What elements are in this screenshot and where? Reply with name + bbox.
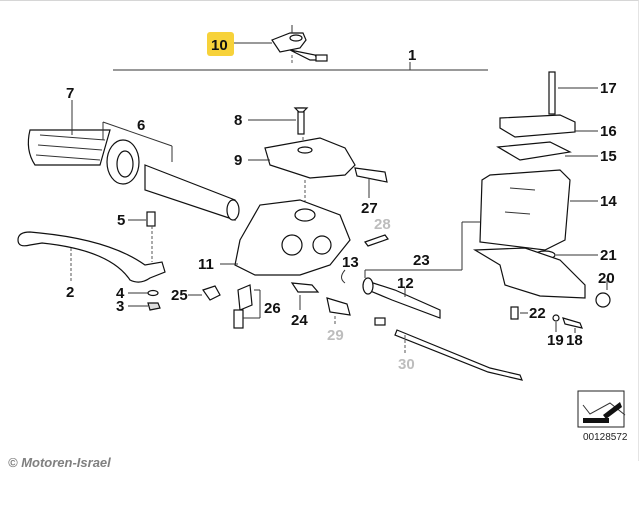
diagram-frame xyxy=(0,0,639,461)
callout-3[interactable]: 3 xyxy=(116,298,124,315)
callout-23[interactable]: 23 xyxy=(413,252,430,269)
callout-24[interactable]: 24 xyxy=(291,312,308,329)
part-26-spring-screw[interactable] xyxy=(233,284,261,329)
part-3-nut[interactable] xyxy=(128,302,161,311)
callout-11[interactable]: 11 xyxy=(198,256,214,273)
callout-9[interactable]: 9 xyxy=(234,152,242,169)
callout-19[interactable]: 19 xyxy=(547,332,564,349)
part-10-switch[interactable] xyxy=(234,25,328,65)
callout-16[interactable]: 16 xyxy=(600,123,617,140)
part-27-boot[interactable] xyxy=(354,167,388,198)
callout-30[interactable]: 30 xyxy=(398,356,415,373)
callout-27[interactable]: 27 xyxy=(361,200,378,217)
callout-14[interactable]: 14 xyxy=(600,193,617,210)
part-5-screw[interactable] xyxy=(128,211,156,262)
master-cylinder-body xyxy=(472,247,586,299)
callout-18[interactable]: 18 xyxy=(566,332,583,349)
callout-10[interactable]: 10 xyxy=(211,37,228,54)
part-9-cover[interactable] xyxy=(248,137,356,210)
callout-15[interactable]: 15 xyxy=(600,148,617,165)
callout-8[interactable]: 8 xyxy=(234,112,242,129)
reference-icon xyxy=(577,390,626,428)
part-24-switch[interactable] xyxy=(290,282,320,310)
callout-25[interactable]: 25 xyxy=(171,287,188,304)
part-14-reservoir[interactable] xyxy=(479,169,598,251)
callout-12[interactable]: 12 xyxy=(397,275,414,292)
part-22-screw[interactable] xyxy=(510,306,528,320)
part-6-throttle-tube[interactable] xyxy=(102,121,240,221)
part-2-lever[interactable] xyxy=(17,231,166,283)
callout-2[interactable]: 2 xyxy=(66,284,74,301)
callout-22[interactable]: 22 xyxy=(529,305,546,322)
part-29-sleeve[interactable] xyxy=(326,297,351,325)
callout-29[interactable]: 29 xyxy=(327,327,344,344)
part-12-piston[interactable] xyxy=(362,277,441,319)
callout-6[interactable]: 6 xyxy=(137,117,145,134)
highlight-box-10 xyxy=(207,32,234,56)
part-13-circlip[interactable] xyxy=(341,269,346,284)
callout-7[interactable]: 7 xyxy=(66,85,74,102)
callout-26[interactable]: 26 xyxy=(264,300,281,317)
part-19-washer[interactable] xyxy=(552,314,560,332)
callout-21[interactable]: 21 xyxy=(600,247,617,264)
callout-4[interactable]: 4 xyxy=(116,285,125,302)
callout-13[interactable]: 13 xyxy=(342,254,359,271)
callout-17[interactable]: 17 xyxy=(600,80,617,97)
part-18-bolt[interactable] xyxy=(562,317,583,333)
part-25-screw[interactable] xyxy=(188,285,221,301)
callout-1[interactable]: 1 xyxy=(408,47,416,64)
part-30-pushrod[interactable] xyxy=(374,317,523,381)
part-15-diaphragm[interactable] xyxy=(496,141,598,161)
exploded-parts-diagram: 1 2 3 4 5 6 7 8 9 10 11 12 13 14 15 16 1… xyxy=(17,25,628,443)
part-23-hose-assembly[interactable] xyxy=(364,221,480,278)
part-17-bolt[interactable] xyxy=(548,71,598,115)
copyright-notice: © Motoren-Israel xyxy=(8,455,111,470)
part-11-housing[interactable] xyxy=(220,199,351,276)
part-4-washer[interactable] xyxy=(128,289,159,297)
callout-5[interactable]: 5 xyxy=(117,212,125,229)
part-16-cap[interactable] xyxy=(499,114,598,138)
callout-28[interactable]: 28 xyxy=(374,216,391,233)
part-7-grip[interactable] xyxy=(27,100,111,166)
part-28-screw[interactable] xyxy=(364,234,389,247)
callout-20[interactable]: 20 xyxy=(598,270,615,287)
part-20-cap[interactable] xyxy=(595,278,611,308)
reference-number: 00128572 xyxy=(583,432,628,443)
